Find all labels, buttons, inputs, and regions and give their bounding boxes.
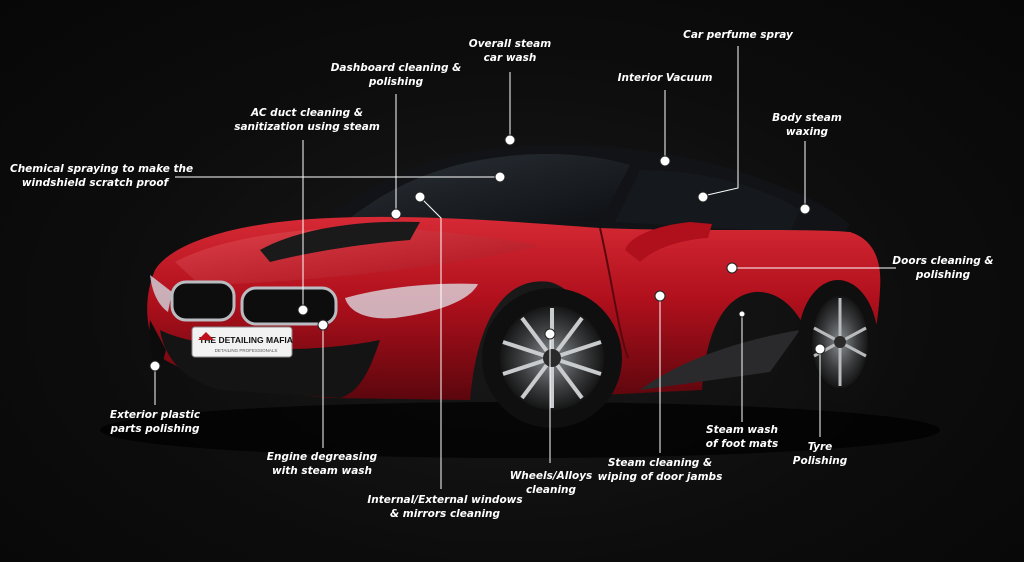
marker-dot xyxy=(814,343,826,355)
leader-lines xyxy=(154,46,896,489)
headlight-left xyxy=(150,275,172,312)
door-line xyxy=(599,227,629,359)
marker-dot xyxy=(494,171,506,183)
side-window-glass xyxy=(615,170,800,232)
marker-dot xyxy=(414,191,426,203)
marker-dot xyxy=(659,155,671,167)
markers xyxy=(149,134,826,372)
leader-line xyxy=(419,196,442,489)
headlight-right xyxy=(345,283,478,319)
grille-left xyxy=(170,280,236,322)
rear-wheel xyxy=(798,280,878,404)
label-interior-vacuum: Interior Vacuum xyxy=(617,72,713,84)
marker-dot xyxy=(654,290,666,302)
marker-dot xyxy=(738,310,746,318)
marker-dot xyxy=(726,262,738,274)
label-car-perfume-spray: Car perfume spray xyxy=(683,29,793,41)
ground-shadow xyxy=(100,402,940,458)
marker-dot xyxy=(149,360,161,372)
label-ac-duct-cleaning: AC duct cleaning &sanitization using ste… xyxy=(234,107,380,133)
marker-dot xyxy=(544,328,556,340)
plate-subtext: DETAILING PROFESSIONALS xyxy=(215,348,278,353)
side-sculpt xyxy=(640,330,800,390)
front-tyre-left xyxy=(149,320,166,372)
marker-dot xyxy=(799,203,811,215)
plate-logo-icon xyxy=(198,332,214,340)
marker-dot xyxy=(297,304,309,316)
label-dashboard-cleaning: Dashboard cleaning &polishing xyxy=(330,62,462,88)
label-steam-cleaning-door-jambs: Steam cleaning &wiping of door jambs xyxy=(597,457,723,483)
marker-dot xyxy=(504,134,516,146)
license-plate: THE DETAILING MAFIA DETAILING PROFESSION… xyxy=(191,326,293,358)
marker-dot xyxy=(697,191,709,203)
windshield-glass xyxy=(345,154,630,222)
grille-right xyxy=(240,286,338,326)
front-wheel xyxy=(482,288,622,428)
plate-text: THE DETAILING MAFIA xyxy=(199,335,293,345)
marker-dot xyxy=(390,208,402,220)
label-doors-cleaning: Doors cleaning &polishing xyxy=(892,255,994,281)
leader-line xyxy=(702,46,739,197)
hood-highlight xyxy=(175,227,540,285)
label-windows-mirrors: Internal/External windows& mirrors clean… xyxy=(367,494,523,520)
marker-dot xyxy=(317,319,329,331)
hood-scoop xyxy=(260,221,420,262)
side-mirror xyxy=(625,222,712,262)
